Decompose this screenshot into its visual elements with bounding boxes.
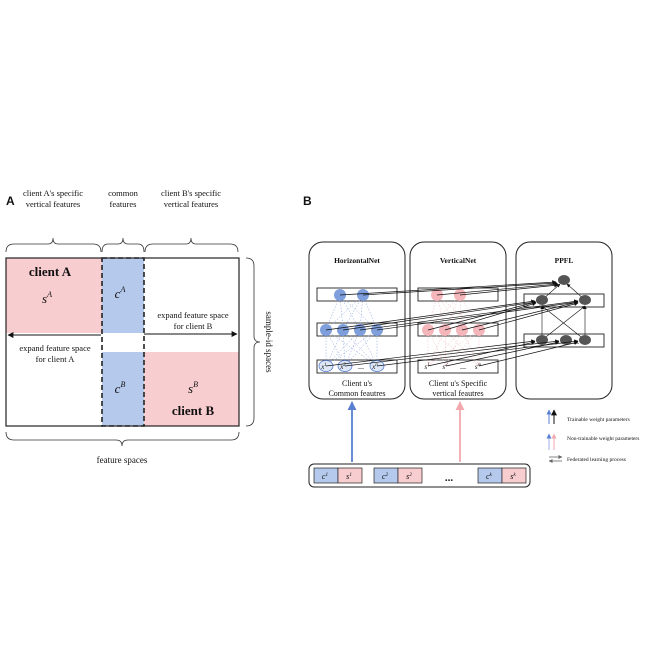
horizontalnet-title: HorizontalNet bbox=[334, 256, 380, 265]
sa-label: sA bbox=[42, 290, 52, 306]
cb-label: cB bbox=[115, 380, 126, 396]
expand-a-line1: expand feature space bbox=[19, 343, 90, 353]
ppfl-node bbox=[536, 295, 548, 305]
v-input-m: sm bbox=[475, 363, 482, 371]
bottom-c2: c2 bbox=[382, 472, 389, 481]
ppfl-layer-bottom bbox=[523, 333, 605, 348]
client-b-region bbox=[144, 352, 239, 426]
brace-feature-spaces bbox=[5, 431, 240, 447]
ppfl-title: PPFL bbox=[555, 256, 574, 265]
header-client-a-line1: client A's specific bbox=[23, 188, 83, 198]
h-input-1: x1 bbox=[320, 363, 327, 371]
vertical-caption-1: Client u's Specific bbox=[429, 379, 488, 388]
common-a-region bbox=[102, 258, 144, 333]
common-b-region bbox=[102, 352, 144, 426]
cross-arrows bbox=[325, 280, 579, 367]
bottom-item-k: ck sk bbox=[477, 467, 527, 484]
bottom-ck: ck bbox=[486, 472, 493, 481]
header-client-b-line2: vertical features bbox=[164, 199, 219, 209]
common-column-outline bbox=[101, 257, 145, 427]
panel-a: A client A's specific vertical features … bbox=[5, 188, 274, 465]
v-layer-2 bbox=[417, 322, 499, 337]
bottom-item-1: c1 s1 bbox=[313, 467, 363, 484]
header-client-a-line2: vertical features bbox=[26, 199, 81, 209]
bottom-s2: s2 bbox=[406, 472, 412, 481]
vertical-caption-2: vertical feautres bbox=[432, 389, 483, 398]
bottom-s1: s1 bbox=[346, 472, 352, 481]
sample-id-label: sample-id spaces bbox=[264, 311, 274, 373]
h-input-n: xn bbox=[371, 363, 378, 371]
ppfl-layers: ... bbox=[523, 275, 605, 348]
h-input-2: x2 bbox=[339, 363, 346, 371]
feature-spaces-label: feature spaces bbox=[97, 455, 148, 465]
legend-nontrainable-label: Non-trainable weight parameters bbox=[567, 436, 639, 442]
ppfl-node bbox=[560, 335, 572, 345]
bottom-ellipsis: ... bbox=[445, 472, 454, 484]
v-input-2: s2 bbox=[442, 363, 448, 371]
expand-b-line1: expand feature space bbox=[157, 310, 228, 320]
client-a-label: client A bbox=[29, 264, 72, 279]
client-a-region bbox=[6, 258, 102, 333]
bottom-sk: sk bbox=[510, 472, 516, 481]
verticalnet-box bbox=[409, 241, 507, 400]
header-client-b-line1: client B's specific bbox=[161, 188, 221, 198]
h-input-ellipsis: ... bbox=[358, 362, 364, 371]
header-common-line2: features bbox=[110, 199, 137, 209]
h-layer-2 bbox=[316, 322, 398, 337]
client-b-label: client B bbox=[172, 403, 215, 418]
legend-federated-label: Federated learning process bbox=[567, 457, 626, 463]
brace-client-b bbox=[144, 237, 239, 253]
horizontal-caption-1: Client u's bbox=[342, 379, 372, 388]
v-input-ellipsis: ... bbox=[460, 362, 466, 371]
ppfl-output-node bbox=[558, 275, 570, 285]
horizontal-caption-2: Common feautres bbox=[328, 389, 385, 398]
h-layer-input bbox=[316, 359, 398, 374]
sb-label: sB bbox=[188, 380, 198, 396]
ppfl-node bbox=[579, 295, 591, 305]
ppfl-box bbox=[515, 241, 613, 400]
legend-trainable-label: Trainable weight parameters bbox=[567, 417, 630, 423]
panel-b: B HorizontalNet VerticalNet PPFL bbox=[303, 194, 639, 488]
panel-b-label: B bbox=[303, 194, 312, 208]
panel-a-label: A bbox=[6, 194, 15, 208]
brace-common bbox=[101, 237, 145, 253]
expand-b-line2: for client B bbox=[174, 321, 213, 331]
header-common-line1: common bbox=[108, 188, 138, 198]
v-layer-input bbox=[417, 359, 499, 374]
bottom-c1: c1 bbox=[322, 472, 329, 481]
expand-a-line2: for client A bbox=[36, 354, 76, 364]
v-connections bbox=[427, 294, 480, 367]
ppfl-node bbox=[579, 335, 591, 345]
bottom-item-2: c2 s2 bbox=[373, 467, 423, 484]
brace-client-a bbox=[5, 237, 102, 253]
v-input-1: s1 bbox=[424, 363, 429, 371]
brace-sample-id bbox=[245, 257, 261, 427]
verticalnet-title: VerticalNet bbox=[440, 256, 477, 265]
horizontalnet-box bbox=[308, 241, 406, 400]
ca-label: cA bbox=[115, 285, 126, 301]
legend: Trainable weight parameters Non-trainabl… bbox=[546, 409, 639, 463]
